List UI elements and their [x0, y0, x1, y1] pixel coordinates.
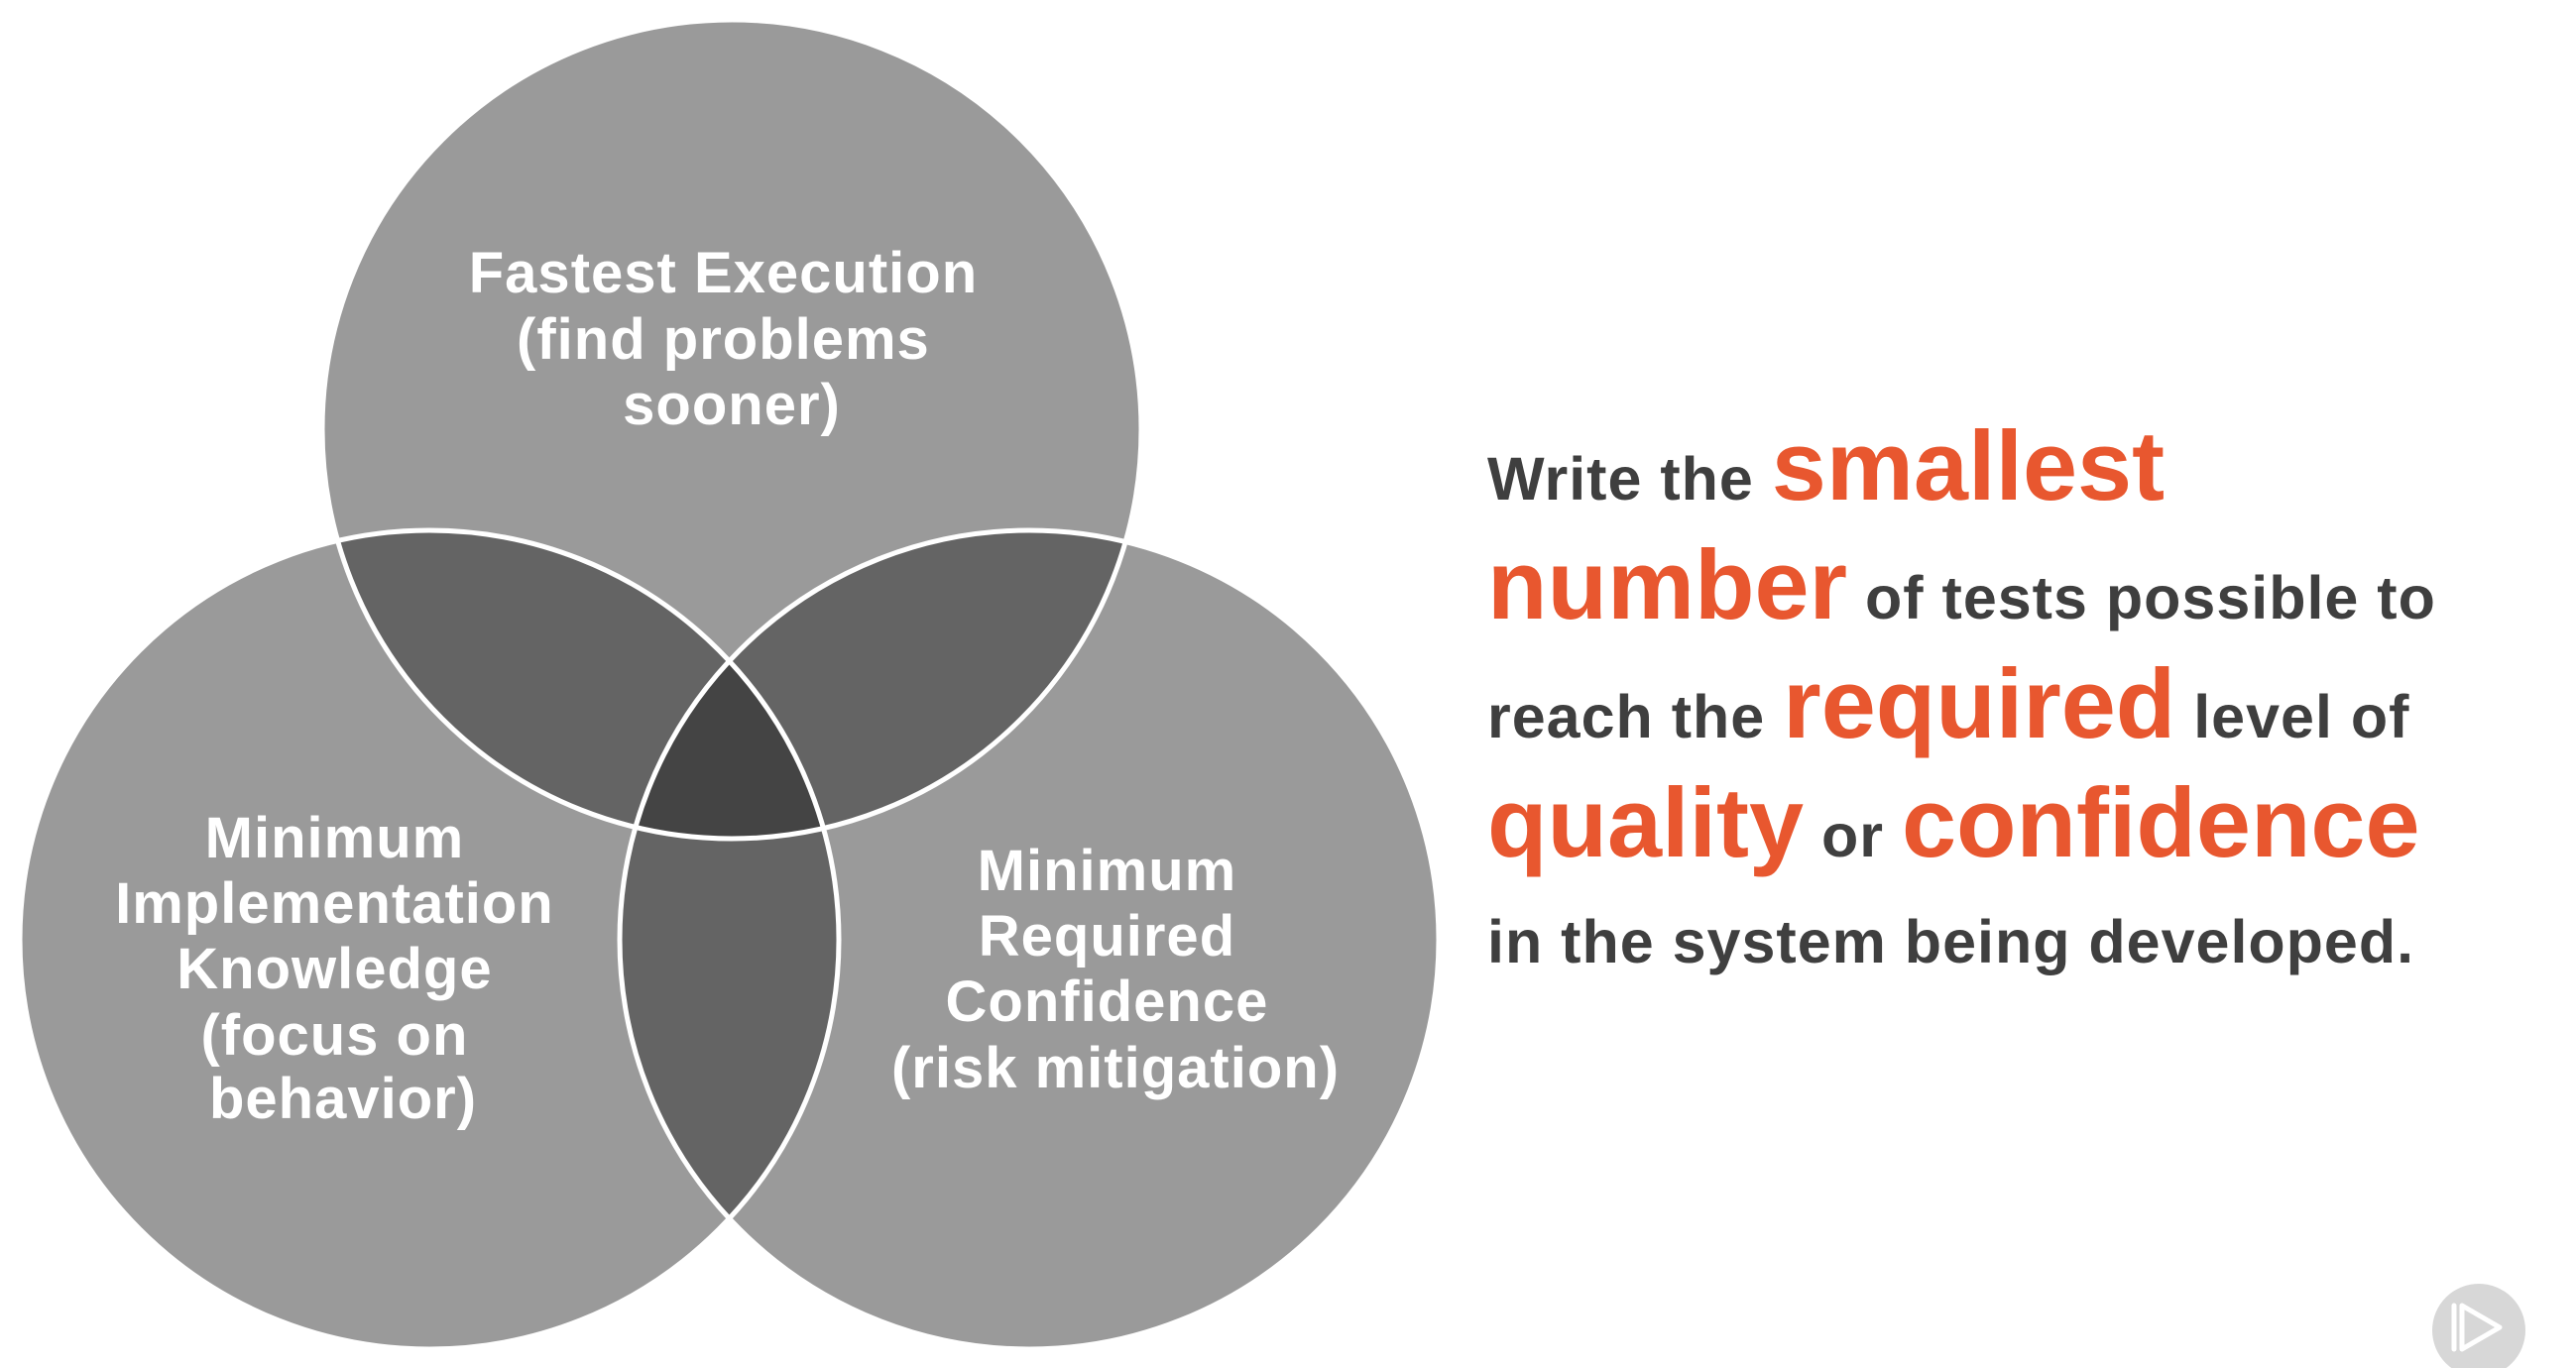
venn-diagram: Fastest Execution (find problems sooner)… — [17, 17, 1442, 1352]
overlap-top-left — [322, 530, 839, 839]
circle-outline-left — [17, 527, 842, 1352]
statement-line-5: in the system being developed. — [1487, 882, 2558, 1001]
key-statement: Write the smallest number of tests possi… — [1487, 406, 2558, 1001]
statement-text: reach the — [1487, 683, 1784, 750]
statement-line-2: number of tests possible to — [1487, 525, 2558, 644]
label-line: Confidence — [946, 969, 1269, 1034]
label-line: Implementation — [115, 871, 554, 936]
label-fastest-execution: Fastest Execution (find problems sooner) — [469, 241, 995, 437]
label-line: (risk mitigation) — [891, 1036, 1340, 1100]
label-line: sooner) — [623, 373, 841, 437]
statement-line-4: quality or confidence — [1487, 763, 2558, 882]
statement-line-1: Write the smallest — [1487, 406, 2558, 525]
label-line: (focus on — [200, 1003, 468, 1068]
play-button[interactable] — [2432, 1284, 2525, 1368]
label-line: Knowledge — [176, 937, 492, 1001]
label-minimum-implementation-knowledge: Minimum Implementation Knowledge (focus … — [115, 806, 571, 1131]
emphasis-number: number — [1487, 529, 1848, 639]
emphasis-required: required — [1783, 648, 2176, 758]
circle-outline-top — [319, 17, 1144, 842]
emphasis-quality: quality — [1487, 767, 1805, 877]
statement-text: or — [1804, 802, 1902, 869]
statement-text: Write the — [1487, 445, 1772, 513]
play-icon — [2451, 1303, 2503, 1352]
label-line: (find problems — [517, 307, 930, 372]
emphasis-smallest: smallest — [1771, 410, 2166, 520]
statement-text: in the system being developed. — [1487, 908, 2415, 975]
label-line: Minimum — [205, 806, 465, 870]
overlap-top-right — [620, 530, 1141, 839]
label-line: Minimum — [978, 839, 1237, 903]
emphasis-confidence: confidence — [1901, 767, 2420, 877]
circle-outline-right — [617, 527, 1442, 1352]
statement-line-3: reach the required level of — [1487, 644, 2558, 763]
label-line: behavior) — [209, 1067, 477, 1131]
statement-text: of tests possible to — [1847, 564, 2436, 631]
statement-text: level of — [2175, 683, 2410, 750]
label-minimum-required-confidence: Minimum Required Confidence (risk mitiga… — [891, 839, 1340, 1100]
label-line: Required — [979, 904, 1235, 969]
label-line: Fastest Execution — [469, 241, 978, 305]
